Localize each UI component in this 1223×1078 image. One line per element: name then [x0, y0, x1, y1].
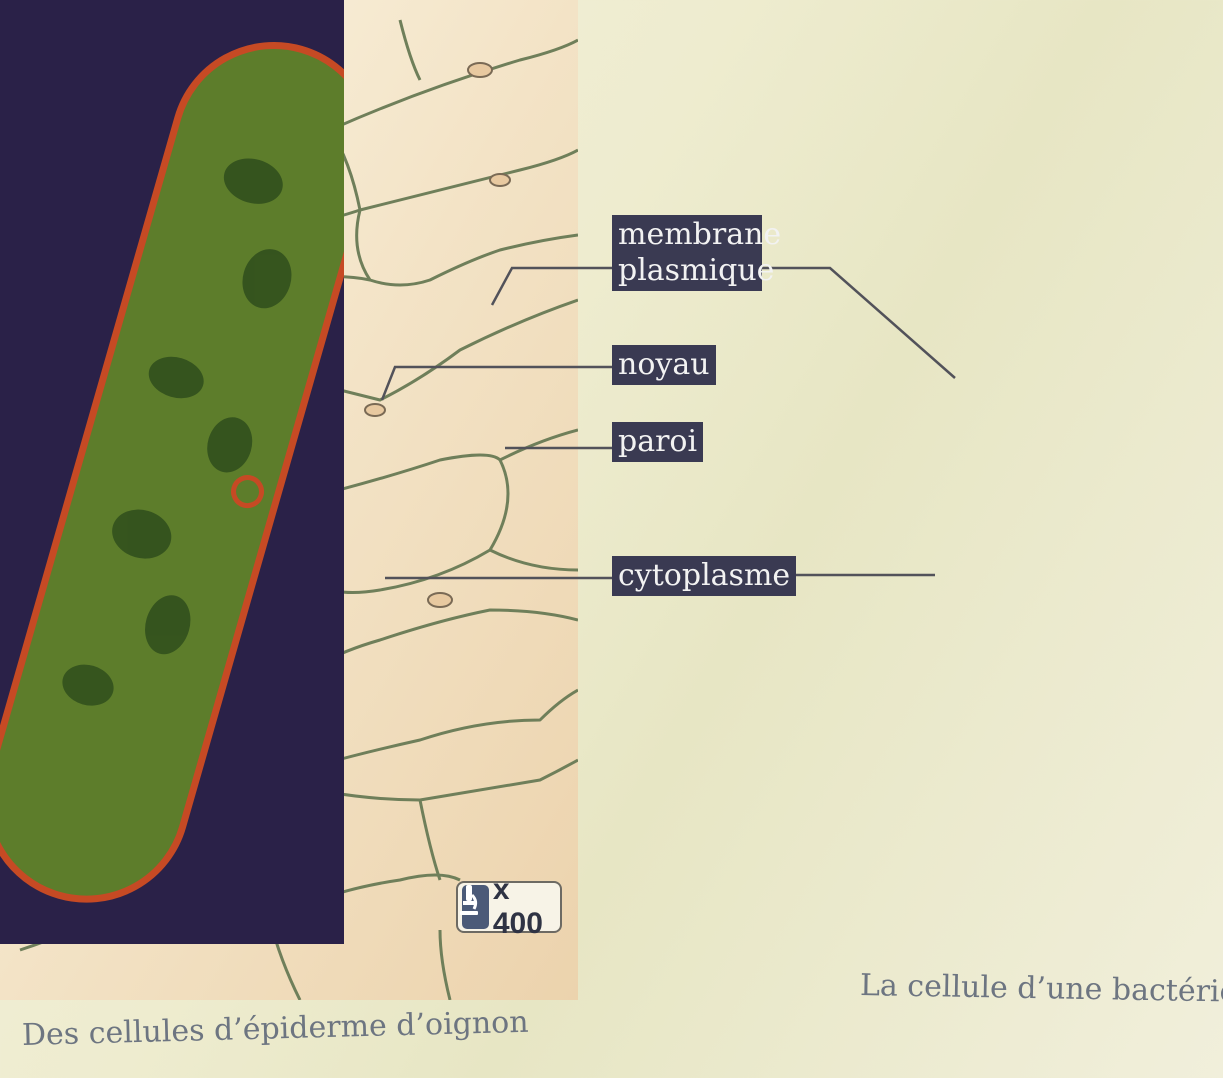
label-noyau: noyau [612, 345, 716, 385]
label-paroi: paroi [612, 422, 703, 462]
leader-noyau [382, 367, 612, 400]
label-cytoplasme: cytoplasme [612, 556, 796, 596]
magnification-badge: x 400 [456, 881, 562, 933]
caption-bacterium: La cellule d’une bactérie [860, 968, 1223, 1010]
leader-membrane-right [752, 268, 955, 378]
microscope-icon [462, 885, 489, 929]
leader-membrane-left [492, 268, 612, 305]
magnification-value: x 400 [493, 873, 560, 941]
label-membrane-plasmique: membrane plasmique [612, 215, 762, 291]
